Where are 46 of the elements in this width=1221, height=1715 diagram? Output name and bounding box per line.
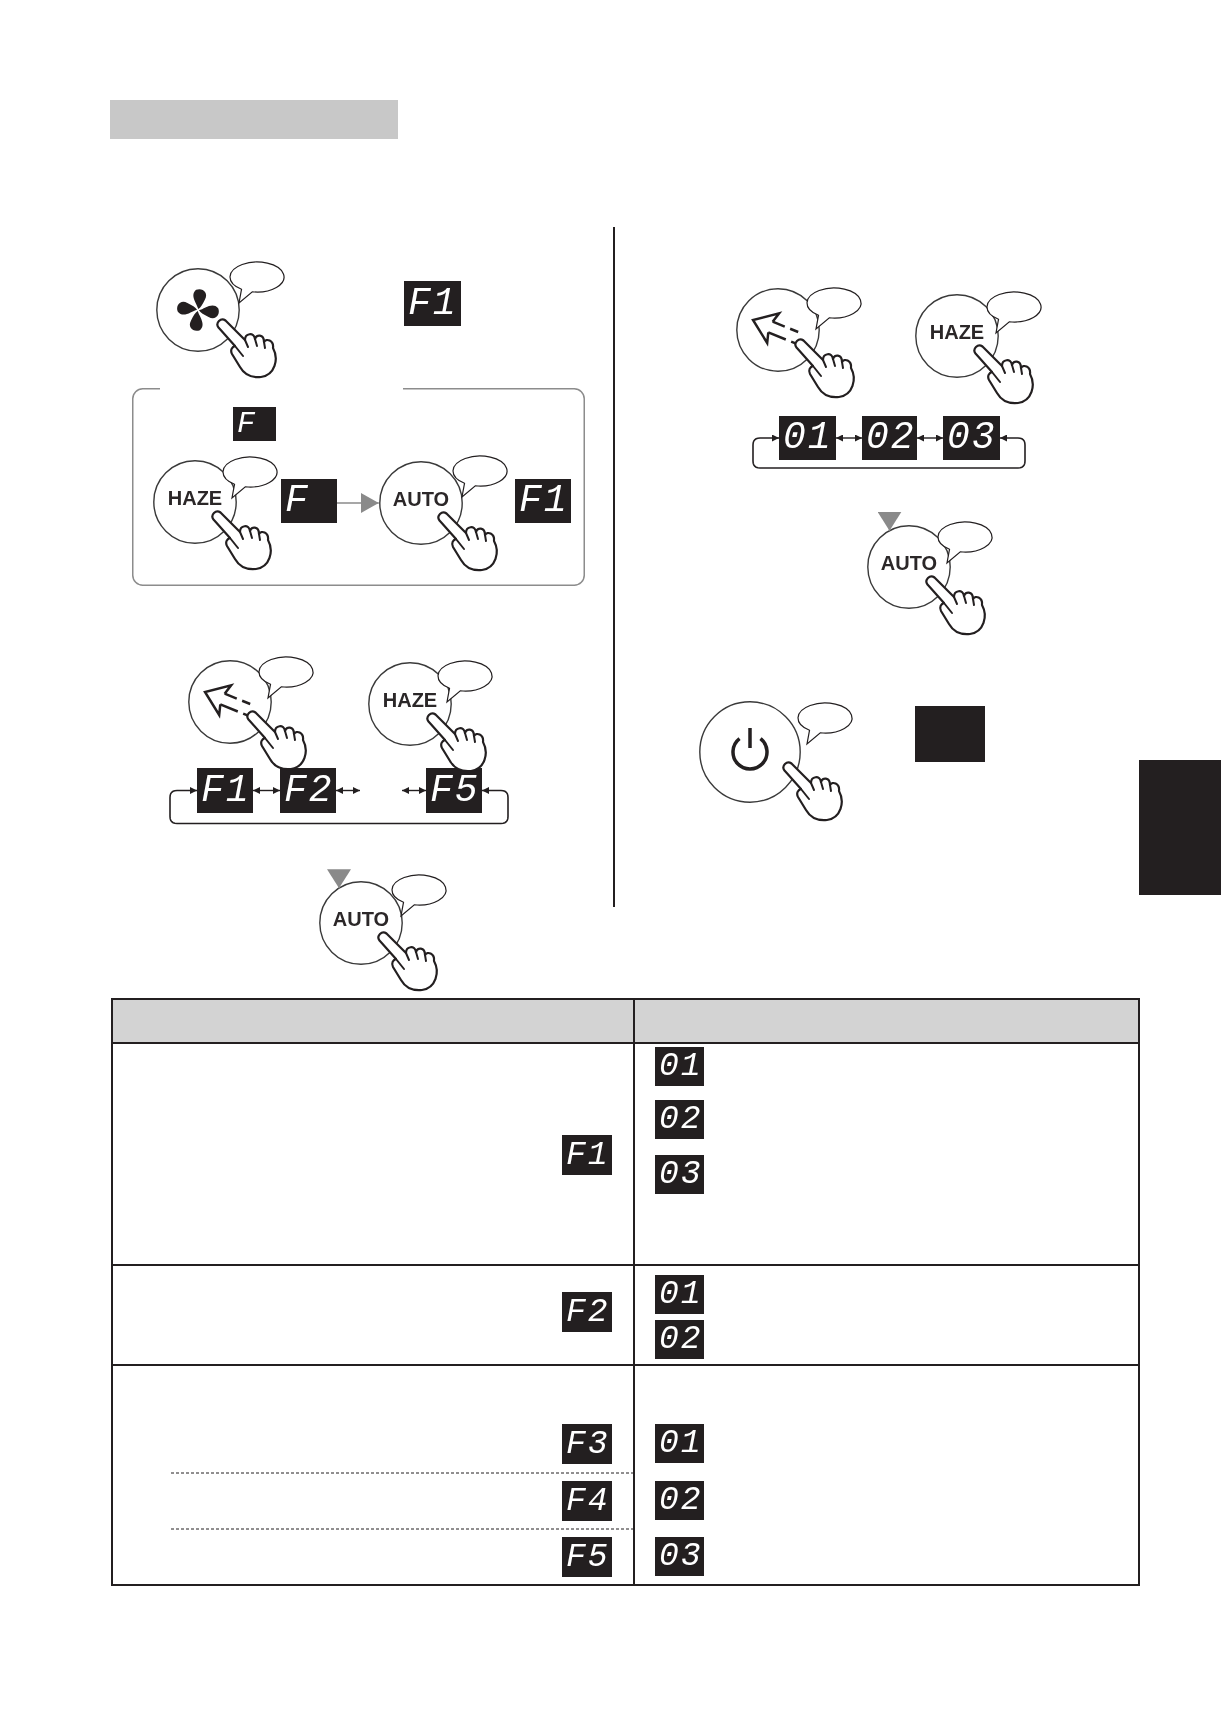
double-arrow [835, 434, 863, 442]
led-display: F [281, 479, 337, 523]
button-label: HAZE [382, 690, 438, 710]
led-display [915, 706, 985, 762]
button-label: AUTO [392, 489, 450, 509]
led-display: F3 [562, 1424, 612, 1464]
led-display: 01 [655, 1275, 704, 1314]
led-display: 02 [655, 1100, 704, 1139]
led-display: F5 [562, 1537, 612, 1577]
led-display: F1 [515, 479, 571, 523]
triangle-arrow [327, 869, 351, 889]
table-cell [633, 1364, 1140, 1586]
led-display: F1 [404, 281, 461, 326]
loop-arrow [752, 434, 1026, 469]
led-display: F [233, 407, 276, 441]
led-display: 01 [779, 416, 836, 460]
led-display: F1 [562, 1135, 612, 1175]
led-display: 02 [655, 1481, 704, 1520]
led-display: 03 [655, 1155, 704, 1194]
led-display: 02 [862, 416, 917, 460]
triangle-arrow [877, 511, 902, 532]
button-label: AUTO [880, 553, 938, 573]
loop-arrow [169, 787, 509, 825]
title-bar [110, 100, 398, 139]
led-display: 02 [655, 1320, 704, 1359]
led-display: 01 [655, 1047, 704, 1086]
double-arrow [335, 787, 361, 794]
table-header-cell [111, 998, 635, 1044]
double-arrow [401, 787, 427, 794]
led-display: F2 [280, 768, 336, 813]
button-label: AUTO [332, 909, 390, 929]
led-display: 01 [655, 1424, 704, 1463]
double-arrow [252, 787, 281, 794]
table-header-cell [633, 998, 1140, 1044]
double-arrow [916, 434, 944, 442]
page-tab [1139, 760, 1221, 895]
led-display: 03 [655, 1537, 704, 1576]
button-label: HAZE [167, 488, 223, 508]
led-display: F2 [562, 1292, 612, 1332]
triangle-arrow [336, 493, 380, 513]
led-display: F1 [197, 768, 253, 813]
led-display: F5 [426, 768, 482, 813]
led-display: 03 [943, 416, 1000, 460]
table-cell [111, 1364, 635, 1586]
button-label: HAZE [929, 322, 985, 342]
led-display: F4 [562, 1481, 612, 1521]
